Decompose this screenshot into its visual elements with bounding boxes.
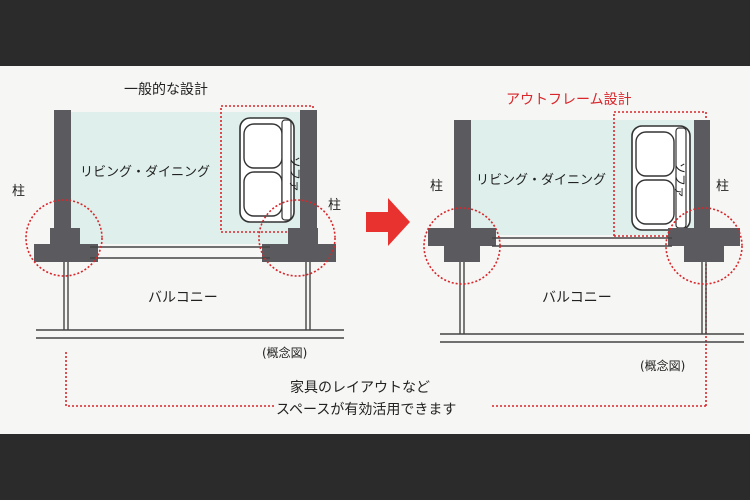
left-concept-label: (概念図) xyxy=(262,345,307,360)
right-pillar-block-right xyxy=(668,228,740,262)
right-concept-label: (概念図) xyxy=(640,358,685,373)
right-title: アウトフレーム設計 xyxy=(506,92,632,108)
caption-line-2: スペースが有効活用できます xyxy=(276,402,456,418)
right-pillar-block-left xyxy=(428,228,496,262)
left-sofa-highlight xyxy=(220,105,314,233)
right-wall-left xyxy=(454,120,471,234)
left-pillar-block-left xyxy=(34,228,98,262)
left-sofa-label: ソファ xyxy=(288,156,302,192)
right-diagram: アウトフレーム設計 リビング・ダイニング ソファ 柱 柱 バルコニー (概念図) xyxy=(423,92,744,406)
caption-connector-left xyxy=(65,352,276,407)
right-pillar-label-left: 柱 xyxy=(430,179,443,194)
left-sofa xyxy=(239,117,295,223)
left-pillar-label-right: 柱 xyxy=(328,198,341,213)
transition-arrow-icon xyxy=(366,198,410,246)
left-pillar-circle-right xyxy=(258,199,336,277)
right-wall-right xyxy=(694,120,710,234)
left-pillar-block-right xyxy=(262,228,336,262)
left-pillar-circle-left xyxy=(25,199,103,277)
left-wall-right xyxy=(300,110,317,244)
right-pillar-circle-left xyxy=(423,207,501,285)
left-title: 一般的な設計 xyxy=(124,82,208,98)
right-sofa xyxy=(631,125,691,231)
right-sofa-highlight xyxy=(613,111,707,406)
left-pillar-label-left: 柱 xyxy=(12,184,25,199)
right-pillar-label-right: 柱 xyxy=(716,179,729,194)
right-sofa-label: ソファ xyxy=(673,162,687,198)
left-wall-left xyxy=(54,110,71,244)
right-balcony-label: バルコニー xyxy=(542,290,612,306)
caption-line-1: 家具のレイアウトなど xyxy=(290,379,430,396)
left-diagram: 一般的な設計 リビング・ダイニング ソファ 柱 柱 バルコニー (概念図) xyxy=(12,82,344,360)
left-room-label: リビング・ダイニング xyxy=(80,165,210,180)
right-room-label: リビング・ダイニング xyxy=(476,173,606,188)
left-balcony-label: バルコニー xyxy=(148,290,218,306)
right-pillar-circle-right xyxy=(665,207,743,285)
